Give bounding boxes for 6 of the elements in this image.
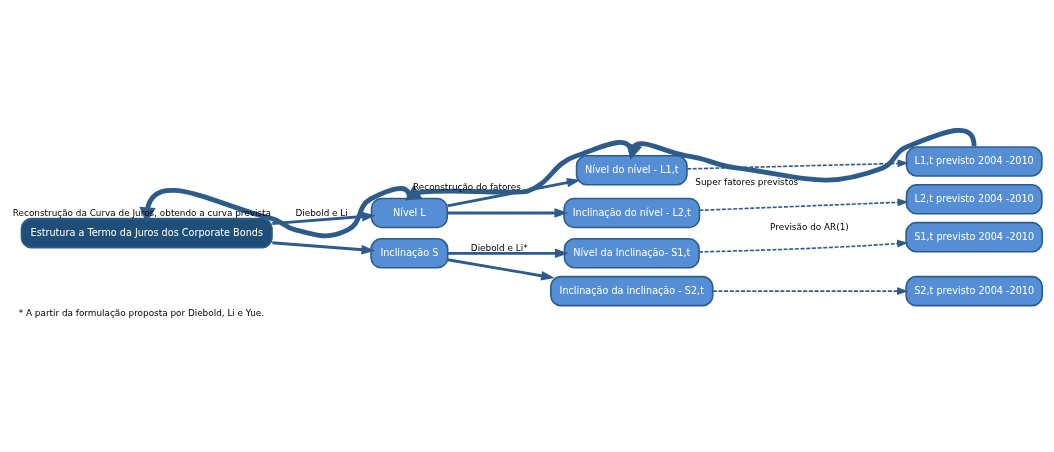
edge-label: Diebold e Li (295, 208, 348, 219)
edge-label: Reconstrução do fatores (413, 181, 521, 192)
label: Previsão do AR(1) (770, 221, 849, 232)
edge-label: Diebold e Li* (470, 242, 528, 253)
edge-label: Super fatores previstos (695, 177, 799, 188)
caption: * A partir da formulação proposta por Diebold, Li e Yue. (18, 307, 265, 318)
